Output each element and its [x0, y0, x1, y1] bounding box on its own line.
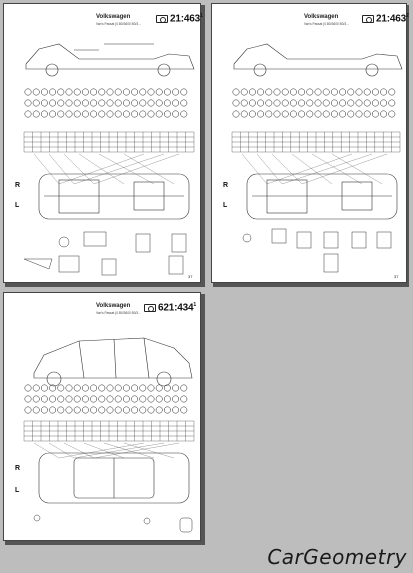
page-number: 37	[394, 274, 399, 279]
page-brand: Volkswagen	[96, 14, 131, 20]
camera-icon	[362, 15, 374, 23]
underbody-diagram-1	[23, 43, 195, 276]
diagram-page-1: Volkswagen Van's Passat (0.B0/3600 B0/3.…	[3, 3, 203, 283]
left-side-label: L	[15, 487, 20, 494]
page-brand: Volkswagen	[304, 14, 339, 20]
page-code: 21:4631	[170, 13, 203, 25]
left-side-label: L	[15, 202, 20, 209]
right-side-label: R	[15, 465, 21, 472]
page-code: 21:4632	[376, 13, 409, 25]
left-side-label: L	[223, 202, 228, 209]
right-side-label: R	[15, 182, 21, 189]
cargeometry-watermark: CarGeometry	[267, 545, 407, 569]
page-subtitle: Van's Passat (0.B0/3600 B0/3...	[96, 311, 141, 315]
diagram-page-3: Volkswagen Van's Passat (0.B0/3600 B0/3.…	[3, 292, 201, 541]
page-brand: Volkswagen	[96, 303, 131, 309]
page-code: 621:4341	[158, 302, 196, 314]
page-subtitle: Van's Passat (0.B0/3600 B0/3...	[304, 22, 349, 26]
underbody-diagram-2	[231, 43, 403, 273]
page-number: 37	[188, 274, 193, 279]
camera-icon	[144, 304, 156, 312]
page-subtitle: Van's Passat (0.B0/3600 B0/3...	[96, 22, 141, 26]
diagram-page-2: Volkswagen Van's Passat (0.B0/3600 B0/3.…	[211, 3, 409, 283]
right-side-label: R	[223, 182, 229, 189]
body-diagram-3	[23, 337, 195, 533]
camera-icon	[156, 15, 168, 23]
